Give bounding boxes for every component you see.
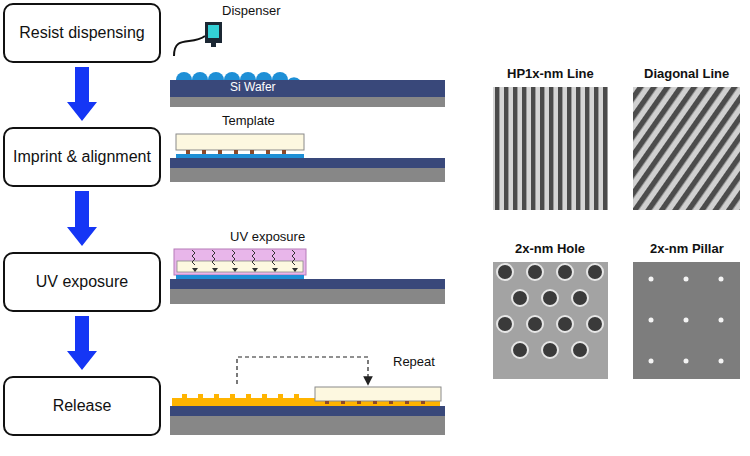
process-box: Resist dispensing	[3, 3, 161, 63]
flow-arrow	[67, 316, 97, 370]
image-title: 2x-nm Hole	[515, 242, 585, 257]
step-text: Resist dispensing	[19, 23, 144, 42]
part-label: Template	[222, 114, 275, 129]
dispense-panel	[170, 22, 445, 107]
uv-panel	[170, 249, 445, 304]
flow-arrow	[67, 67, 97, 121]
flow-arrow	[67, 191, 97, 246]
process-box: UV exposure	[3, 252, 161, 312]
process-box: Imprint & alignment	[3, 127, 161, 187]
step-text: Imprint & alignment	[13, 147, 151, 166]
step-text: Release	[53, 396, 112, 415]
part-label: Dispenser	[222, 4, 281, 19]
wafer-label: Si Wafer	[230, 81, 276, 95]
image-title: 2x-nm Pillar	[650, 242, 724, 257]
imprint-panel	[170, 134, 445, 182]
sem-images	[493, 87, 740, 379]
image-title: Diagonal Line	[644, 67, 729, 82]
step-text: UV exposure	[36, 272, 129, 291]
image-title: HP1x-nm Line	[507, 67, 594, 82]
note-label: Repeat	[393, 355, 435, 370]
step-label: UV exposure	[230, 230, 305, 245]
process-box: Release	[3, 376, 161, 436]
